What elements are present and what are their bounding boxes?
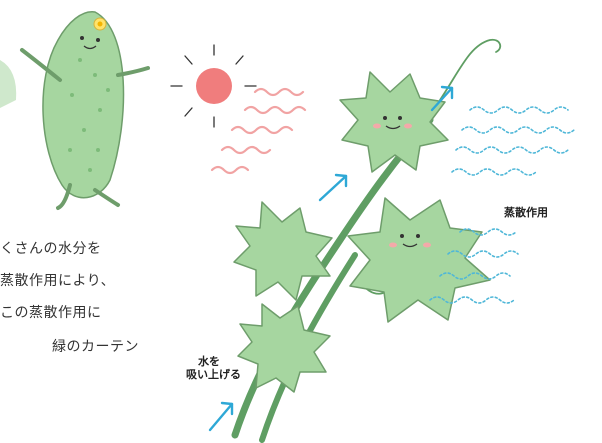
sun-icon [170, 44, 257, 128]
vine-leaf-character-icon [233, 71, 491, 393]
body-text-line-1: くさんの水分を [0, 241, 102, 257]
vapor-wave-icon [429, 106, 575, 304]
water-up-label-line1: 水を [198, 355, 220, 368]
heat-wave-icon [210, 87, 307, 175]
body-text-line-4: 緑のカーテン [52, 339, 139, 355]
body-text-line-2: 蒸散作用により、 [0, 273, 116, 289]
partial-leaf-edge [0, 60, 17, 108]
body-text-line-3: この蒸散作用に [0, 305, 102, 321]
transpiration-label: 蒸散作用 [504, 206, 548, 219]
water-flow-arrow-icon [208, 85, 454, 432]
water-up-label-line2: 吸い上げる [186, 368, 241, 381]
bitter-melon-character-icon [20, 11, 150, 210]
leaf-face [373, 116, 431, 248]
